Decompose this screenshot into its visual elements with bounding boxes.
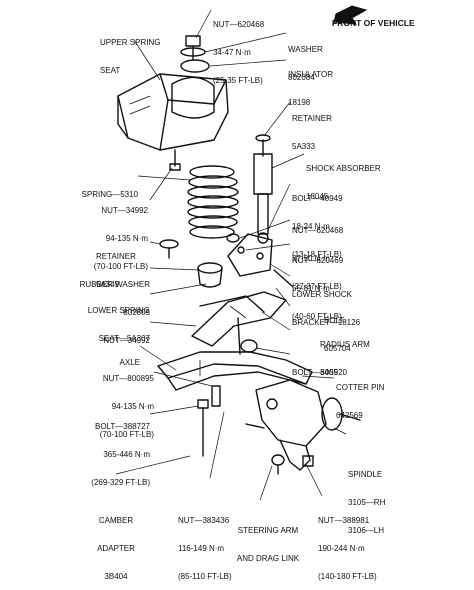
shock-absorber <box>253 134 273 244</box>
label-radius-arm-3405: RADIUS ARM 3405 <box>320 340 370 378</box>
coil-spring <box>187 165 239 239</box>
bolt-388727-shape <box>197 399 209 457</box>
top-nut-washer-insulator-stack <box>180 35 210 73</box>
label-nut-800895: NUT—800895 94-135 N·m (70-100 FT-LB) <box>99 374 154 439</box>
label-nut-620468-mid: NUT—620468 37-50 N·m (27-37 FT-LB) <box>292 226 344 291</box>
label-retainer-5a333: RETAINER 5A333 <box>292 114 332 152</box>
diagram-artwork <box>115 5 368 501</box>
front-of-vehicle-arrow <box>333 5 368 25</box>
radius-arm <box>191 291 287 355</box>
spindle-and-steering-arm <box>245 379 361 475</box>
label-bolt-605704: BOLT 605704 <box>324 316 351 354</box>
leader-lines <box>115 9 347 501</box>
label-lower-spring-seat: LOWER SPRING SEAT—5A307 <box>87 306 150 344</box>
front-suspension-exploded-diagram: FRONT OF VEHICLE NUT—620468 34-47 N·m (2… <box>79 5 415 581</box>
label-retainer-5a349: RETAINER 5A349 <box>96 252 136 290</box>
label-rubber-washer-802805: RUBBER WASHER 802805 <box>79 280 150 318</box>
label-front-of-vehicle: FRONT OF VEHICLE <box>332 18 415 29</box>
label-nut-34992-lower: NUT—34992 <box>103 336 150 346</box>
label-nut-620468-top: NUT—620468 34-47 N·m (25-35 FT-LB) <box>213 20 265 85</box>
label-spring-5310: SPRING—5310 <box>81 190 138 200</box>
label-nut-34992-upper: NUT—34992 94-135 N·m (70-100 FT-LB) <box>93 206 148 271</box>
label-nut-388981: NUT—388981 190-244 N·m (140-180 FT-LB) <box>318 516 377 581</box>
label-insulator-18198: INSULATOR 18198 <box>288 70 334 108</box>
retainer-and-rubber-washer <box>159 239 223 288</box>
label-steering-arm-drag-link: STEERING ARM AND DRAG LINK <box>236 526 300 564</box>
axle-beam <box>157 339 313 407</box>
label-bolt-40949: BOLT—40949 18-24 N·m (13-18 FT-LB) <box>292 194 343 259</box>
frame-and-upper-spring-seat <box>117 73 229 171</box>
label-lower-shock-bracket: LOWER SHOCK BRACKET—18126 <box>292 290 361 328</box>
label-axle: AXLE <box>119 358 140 368</box>
label-washer-802084: WASHER 802084 <box>288 45 323 83</box>
label-shock-absorber-18045: SHOCK ABSORBER 18045 <box>306 164 381 202</box>
lower-shock-bracket <box>226 233 293 287</box>
label-camber-adapter: CAMBER ADAPTER 3B404 <box>97 516 135 581</box>
label-nut-620469: NUT—620469 55-81 N·m (40-60 FT-LB) <box>292 256 344 321</box>
label-bolt-388727: BOLT—388727 365-446 N·m (269-329 FT-LB) <box>91 422 150 487</box>
label-spindle: SPINDLE 3105—RH 3106—LH <box>348 470 386 535</box>
label-cotter-pin-642569: COTTER PIN 642569 <box>336 383 385 421</box>
label-nut-383436: NUT—383436 116-149 N·m (85-110 FT-LB) <box>178 516 232 581</box>
label-upper-spring-seat: UPPER SPRING SEAT <box>100 38 161 76</box>
label-bolt-605920: BOLT—605920 <box>292 368 347 378</box>
